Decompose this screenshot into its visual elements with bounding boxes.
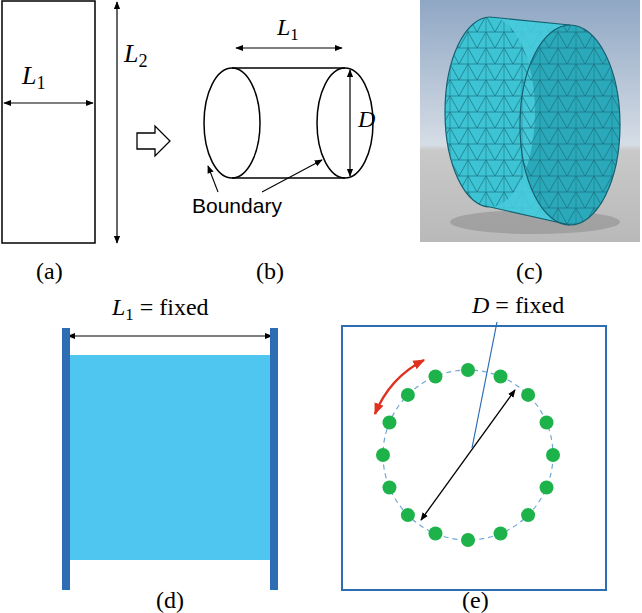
node-dot — [521, 508, 535, 522]
cylinder-sketch — [204, 48, 373, 192]
node-dot — [540, 415, 554, 429]
node-dot — [428, 527, 442, 541]
dimension-label: L1 — [277, 14, 299, 45]
boundary-label: Boundary — [192, 194, 282, 217]
node-dot — [494, 369, 508, 383]
panel-label: (d) — [156, 587, 184, 613]
node-dot — [382, 415, 396, 429]
panel-label: (a) — [36, 258, 63, 284]
node-dot — [461, 533, 475, 547]
dimension-label: L2 — [124, 40, 148, 71]
fixed-diameter-panel — [342, 322, 606, 590]
panel-label: (e) — [462, 587, 489, 613]
dimension-label: D = fixed — [472, 292, 564, 318]
dimension-label: L1 = fixed — [112, 294, 209, 325]
node-dot — [401, 388, 415, 402]
panel-label: (b) — [256, 258, 284, 284]
node-dot — [494, 527, 508, 541]
fixed-length-panel — [62, 328, 278, 590]
node-dot — [428, 369, 442, 383]
rendered-mesh — [420, 0, 640, 242]
dimension-label: D — [358, 106, 375, 132]
node-dot — [521, 388, 535, 402]
node-dot — [461, 363, 475, 377]
node-dot — [376, 448, 390, 462]
sheet-a — [2, 1, 170, 243]
node-dot — [401, 508, 415, 522]
node-dot — [546, 448, 560, 462]
node-dot — [540, 481, 554, 495]
panel-label: (c) — [516, 258, 543, 284]
node-dot — [382, 481, 396, 495]
dimension-label: L1 — [22, 62, 46, 93]
